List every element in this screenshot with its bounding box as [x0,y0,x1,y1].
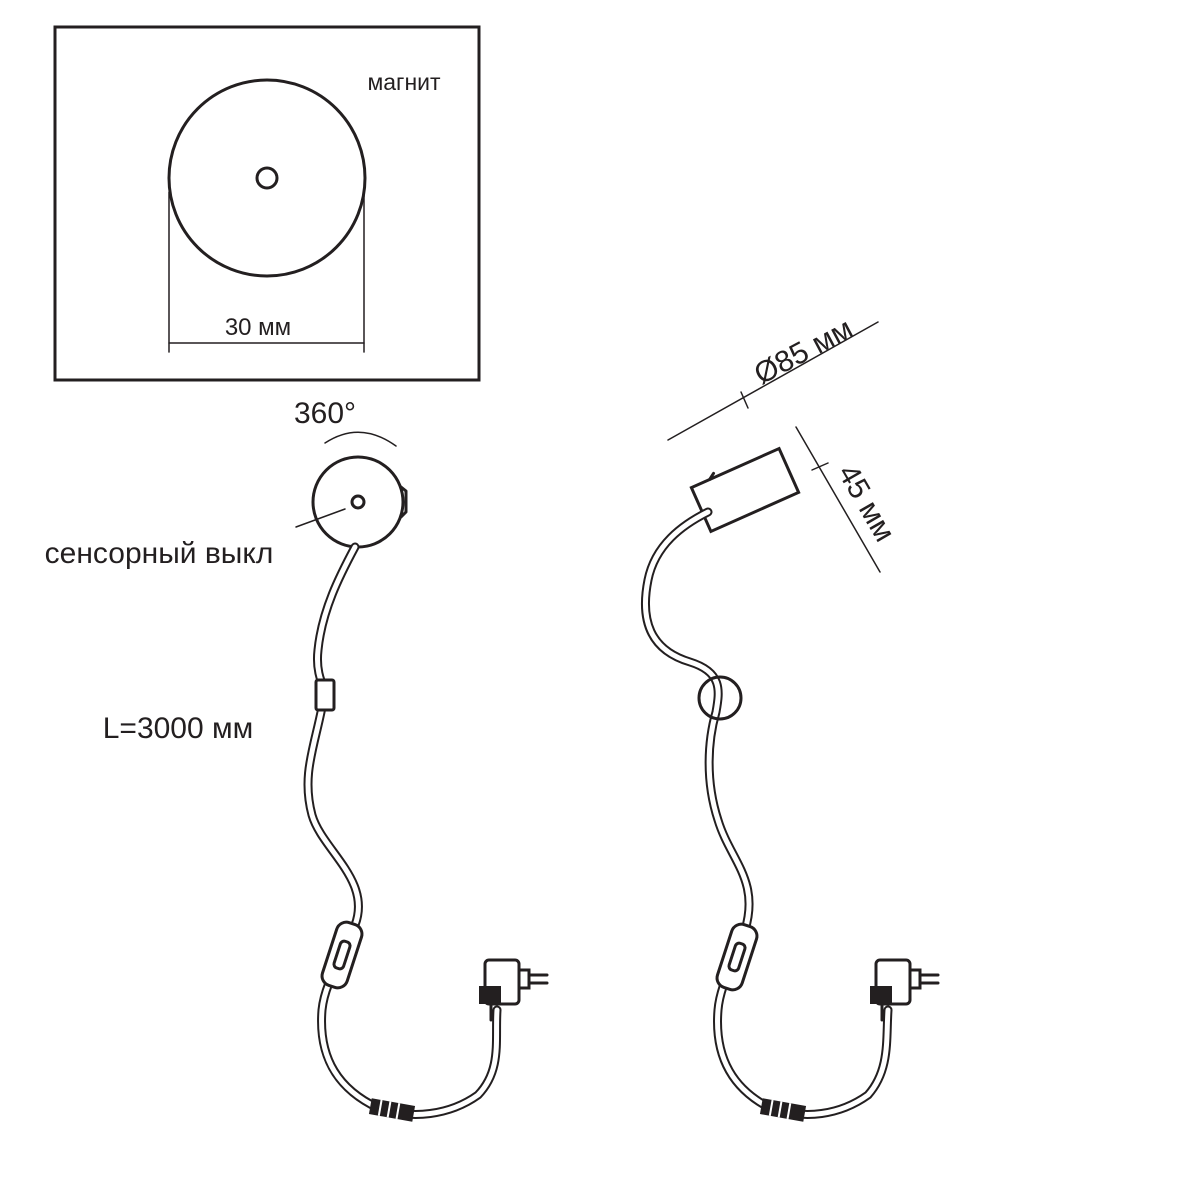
magnet-width-label: 30 мм [225,314,291,341]
magnet-inset: 30 мм магнит [53,25,481,382]
touch-sensor-dot [350,494,366,510]
touch-switch-leader [295,508,346,528]
rotation-label: 360° [294,397,356,430]
power-plug-left [479,958,549,1022]
cable-right [640,507,893,1119]
lamp-box [689,446,801,534]
magnet-center-hole [255,166,279,190]
rotation-arc [324,431,397,447]
cable-length-label: L=3000 мм [103,712,254,745]
lamp-head-side [399,485,408,519]
cable-connector-right [759,1098,807,1122]
height-dim-line [795,426,881,573]
right-view: Ø85 мм 45 мм [640,312,940,1122]
cable-connector-left [368,1098,416,1122]
diameter-dim-line [667,321,879,441]
wall-magnet-right [697,675,743,721]
cable-left [303,542,502,1119]
lamp-head [311,455,405,549]
inline-switch-left [320,920,364,990]
touch-switch-label: сенсорный выкл [45,537,274,570]
magnet-label: магнит [367,69,441,95]
inline-switch-right [715,922,759,992]
left-view: 360° сенсорный выкл L=3000 мм [45,397,549,1122]
cable-clip-left [314,678,336,712]
diameter-label: Ø85 мм [749,312,858,391]
inset-frame [53,25,481,382]
power-plug-right [870,958,940,1022]
magnet-disc [167,78,367,278]
height-label: 45 мм [831,459,901,547]
